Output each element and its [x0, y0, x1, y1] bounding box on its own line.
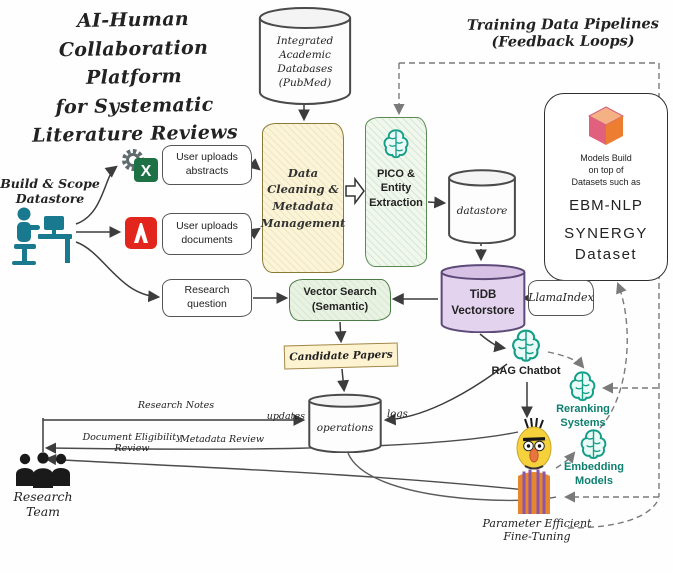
tidb-vectorstore-cylinder: TiDB Vectorstore: [439, 263, 527, 333]
pdf-icon: [125, 217, 157, 249]
ai-brain-icon: [379, 127, 413, 161]
ai-brain-icon: [565, 369, 600, 404]
uploads-documents-box: User uploads documents: [162, 213, 252, 255]
cylinder-shape-icon: [439, 263, 527, 333]
edge-dashed-embedding-to-models: [599, 282, 628, 429]
reranking-systems-label: Reranking Systems: [556, 403, 610, 430]
edge-candidate-to-operations: [337, 368, 350, 393]
cylinder-shape-icon: [257, 5, 353, 105]
ai-brain-icon: [507, 327, 545, 365]
edge-vector-to-candidate: [334, 321, 347, 344]
doc-eligibility-edge-label: Document Eligibility Review: [82, 432, 182, 454]
edge-dashed-bert-to-embedding: [555, 451, 576, 469]
vector-search-box: Vector Search (Semantic): [289, 279, 391, 321]
edge-pico-to-datastore: [427, 196, 447, 209]
embedding-models-label: Embedding Models: [564, 461, 624, 488]
models-datasets-box: Models Build on top of Datasets such as …: [544, 93, 668, 281]
training-pipelines-title: Training Data Pipelines (Feedback Loops): [466, 15, 659, 51]
bert-character-icon: [516, 418, 552, 514]
cylinder-shape-icon: [307, 393, 383, 453]
datastore-label: datastore: [456, 204, 508, 217]
edge-rag-to-operations-logs: [383, 363, 508, 426]
excel-gear-icon: X: [122, 149, 158, 182]
page-title: AI-Human Collaboration Platform for Syst…: [31, 8, 239, 147]
data-cleaning-box: Data Cleaning & Metadata Management: [261, 123, 345, 273]
research-team-icon: [16, 452, 70, 488]
build-scope-label: Build & Scope Datastore: [0, 176, 100, 206]
academic-databases-label: Integrated Academic Databases (PubMed): [276, 34, 334, 90]
dataset-ebm-nlp: EBM-NLP: [569, 197, 643, 215]
operations-cylinder: operations: [307, 393, 383, 453]
svg-text:X: X: [141, 163, 152, 180]
edge-feedback-to-team-1: [44, 431, 519, 454]
research-question-box: Research question: [162, 279, 252, 317]
edge-abstracts-to-cleaning: [247, 158, 261, 171]
edge-person-to-abstracts: [75, 165, 118, 225]
sagemaker-model-icon: [587, 106, 625, 145]
dataset-synergy: SYNERGY Dataset: [564, 225, 648, 264]
pico-label: PICO & Entity Extraction: [369, 168, 423, 209]
cylinder-shape-icon: [447, 168, 517, 244]
edge-person-to-question: [75, 241, 161, 303]
academic-databases-cylinder: Integrated Academic Databases (PubMed): [257, 5, 353, 105]
pico-extraction-box: PICO & Entity Extraction: [365, 117, 427, 267]
edge-dashed-peft-to-border: [567, 497, 660, 529]
metadata-review-edge-label: Metadata Review: [179, 434, 264, 445]
updates-edge-label: updates: [266, 411, 305, 422]
research-notes-edge-label: Research Notes: [137, 400, 215, 411]
candidate-papers-ribbon: Candidate Papers: [283, 342, 399, 370]
datastore-cylinder: datastore: [447, 168, 517, 244]
operations-label: operations: [316, 421, 374, 434]
llamaindex-box: LlamaIndex: [528, 280, 594, 316]
research-team-label: Research Team: [13, 489, 73, 519]
models-intro-text: Models Build on top of Datasets such as: [571, 153, 641, 188]
edge-feedback-to-team-2: [44, 453, 546, 493]
tidb-label: TiDB Vectorstore: [451, 289, 515, 317]
edge-cleaning-to-pico-block-arrow: [345, 176, 365, 206]
analyst-at-desk-icon: [12, 207, 72, 265]
edge-tidb-to-rag: [479, 333, 507, 353]
edge-documents-to-cleaning: [247, 227, 261, 240]
edge-dashed-rag-to-reranking: [547, 351, 585, 369]
uploads-abstracts-box: User uploads abstracts: [162, 145, 252, 185]
ai-brain-icon: [576, 427, 611, 462]
logs-edge-label: logs: [387, 409, 408, 420]
rag-chatbot-label: RAG Chatbot: [491, 365, 561, 377]
peft-label: Parameter Efficient Fine-Tuning: [482, 517, 592, 543]
